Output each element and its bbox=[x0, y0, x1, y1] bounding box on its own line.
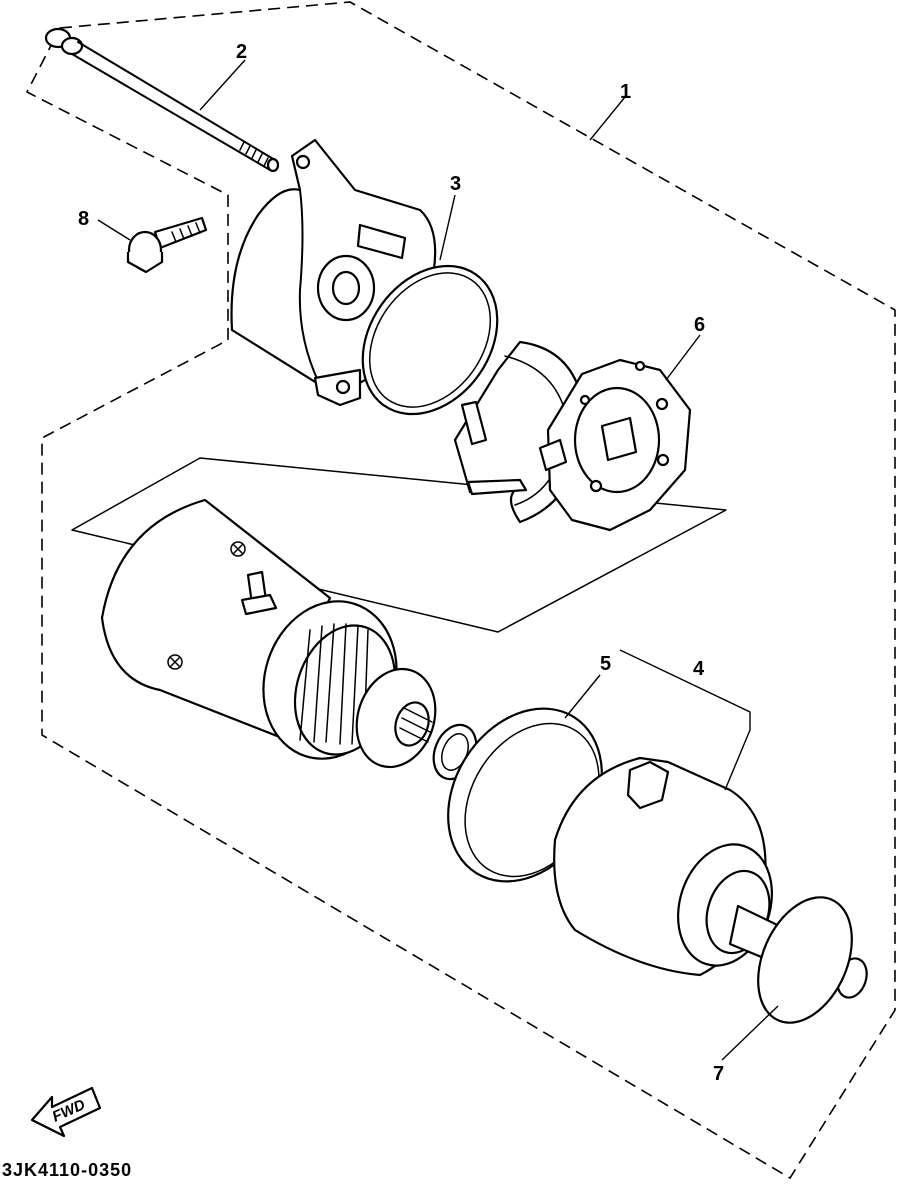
callout-7: 7 bbox=[713, 1063, 724, 1085]
fwd-arrow-icon: FWD bbox=[30, 1086, 102, 1138]
drawing-code: 3JK4110-0350 bbox=[2, 1160, 132, 1180]
leader-1 bbox=[589, 96, 626, 141]
callout-5: 5 bbox=[600, 653, 611, 675]
leader-3 bbox=[439, 194, 456, 261]
callout-2: 2 bbox=[236, 41, 247, 63]
callout-8: 8 bbox=[78, 208, 89, 230]
callout-1: 1 bbox=[620, 81, 631, 103]
o-ring-shaft bbox=[757, 896, 853, 1024]
through-bolt bbox=[44, 27, 280, 173]
brush-plate-group-outline bbox=[71, 457, 727, 633]
leader-7 bbox=[721, 1005, 779, 1061]
callout-3: 3 bbox=[450, 173, 461, 195]
callout-6: 6 bbox=[694, 314, 705, 336]
leader-2 bbox=[199, 59, 246, 111]
leader-5 bbox=[564, 674, 601, 719]
armature-yoke bbox=[100, 498, 437, 769]
brush-plate bbox=[538, 358, 692, 532]
assembly-boundary bbox=[25, 1, 896, 1180]
leader-4 bbox=[619, 649, 751, 791]
o-ring-large-inner bbox=[368, 272, 492, 408]
flange-bolt bbox=[126, 216, 208, 274]
o-ring-large bbox=[361, 264, 499, 416]
leader-6 bbox=[665, 334, 701, 381]
callout-4: 4 bbox=[693, 658, 705, 680]
leader-8 bbox=[97, 219, 131, 241]
